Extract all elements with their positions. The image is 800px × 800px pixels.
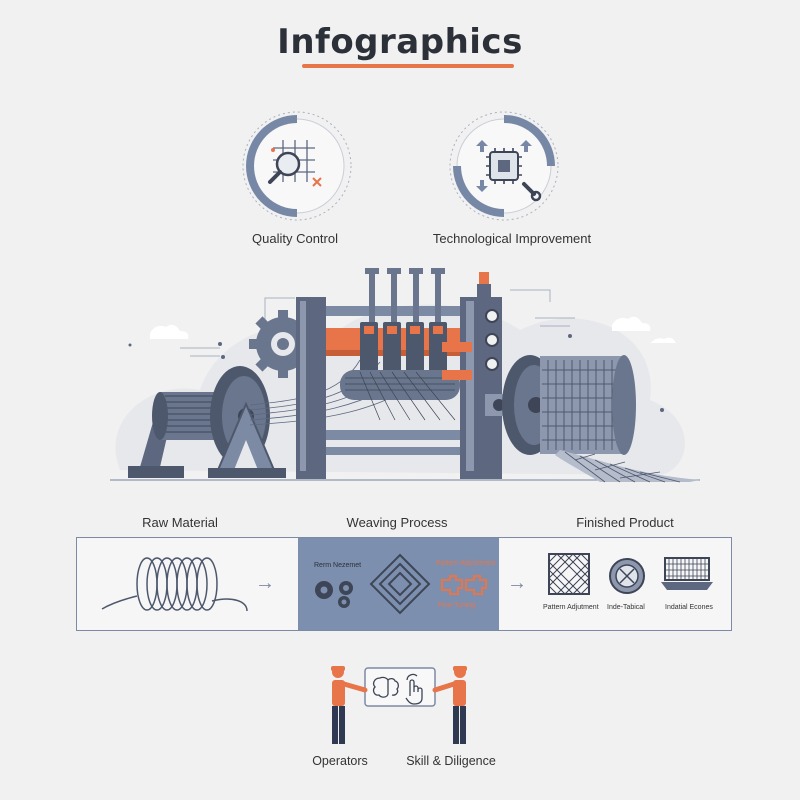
weave-diamond-icon [369, 553, 431, 615]
gears-icon [315, 581, 353, 608]
arrow-right-icon: → [507, 572, 527, 594]
tech-improvement-badge [449, 111, 559, 221]
page-title: Infographics [277, 22, 523, 62]
quality-control-badge [242, 111, 352, 221]
brain-icon [372, 676, 399, 698]
wire-coil-icon [101, 557, 248, 612]
step-weaving-process: Weaving Process [346, 515, 448, 530]
step-raw-material: Raw Material [142, 515, 218, 530]
operators-illustration [331, 666, 467, 744]
operator-left [331, 666, 368, 744]
panel-right-caption-top: Pattern Adjustment [436, 560, 496, 567]
operator-right [432, 666, 467, 744]
product-label-3: Indatial Econes [665, 604, 713, 611]
panel-right-caption-bottom: Fine-Tuning [438, 602, 476, 609]
panel-left-caption: Rerm Nezemet [314, 562, 362, 569]
quality-control-label: Quality Control [252, 231, 338, 246]
product-label-1: Pattern Adjutment [543, 604, 599, 611]
tech-improvement-label: Technological Improvement [432, 231, 592, 246]
weaving-panel: Rerm Nezemet Pattern Adjustment Fine-Tun… [298, 538, 499, 630]
touch-icon [405, 673, 423, 705]
puzzle-icon [441, 575, 487, 595]
magnifier-mesh-icon [268, 140, 322, 187]
mesh-panel-icon [548, 553, 590, 595]
process-strip: → Rerm Nezemet Pattern Adjustment Fine-T… [76, 537, 732, 631]
title-underline [302, 64, 514, 68]
arrow-right-icon: → [255, 572, 275, 594]
step-finished-product: Finished Product [576, 515, 674, 530]
product-label-2: Inde-Tabical [607, 604, 645, 611]
mesh-disc-icon [609, 558, 645, 594]
weaving-machine-illustration [110, 268, 700, 483]
skill-diligence-label: Skill & Diligence [406, 754, 496, 768]
mesh-basket-icon [661, 557, 713, 590]
chip-arrows-wrench-icon [476, 140, 542, 202]
operators-label: Operators [312, 754, 368, 768]
